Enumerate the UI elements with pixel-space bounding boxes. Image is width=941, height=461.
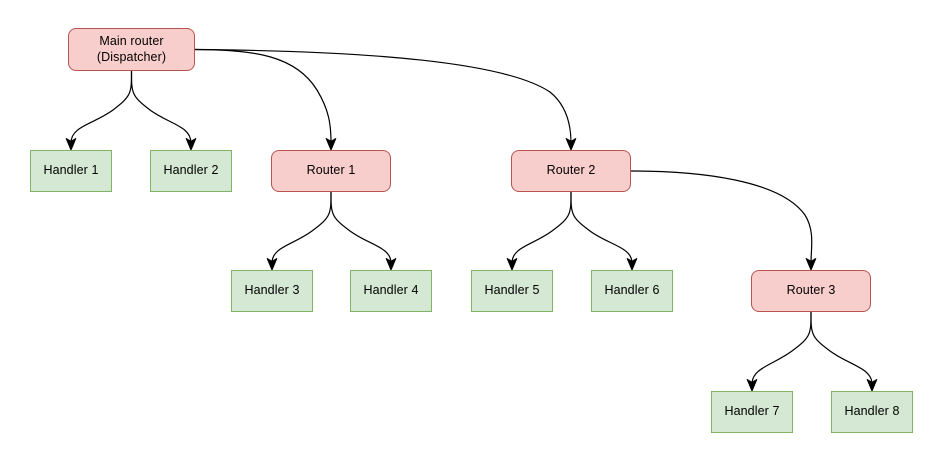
node-label: Handler 4 [363,283,419,298]
node-label: Handler 6 [604,283,660,298]
node-handler-2[interactable]: Handler 2 [150,150,232,192]
node-handler-6[interactable]: Handler 6 [591,270,673,312]
edge-router-2-to-handler-6 [570,191,638,271]
node-label: Handler 3 [244,283,300,298]
node-label: Router 3 [786,283,836,298]
node-router-3[interactable]: Router 3 [751,270,871,312]
node-label: Main router (Dispatcher) [96,33,167,64]
node-handler-5[interactable]: Handler 5 [471,270,553,312]
edge-main-to-handler-2 [130,70,197,151]
node-handler-1[interactable]: Handler 1 [30,150,112,192]
node-main-router[interactable]: Main router (Dispatcher) [68,28,195,71]
edge-router-3-to-handler-7 [746,311,812,392]
edge-main-to-router-2 [194,48,577,151]
node-label: Handler 2 [163,163,219,178]
node-label: Router 1 [306,163,356,178]
node-handler-7[interactable]: Handler 7 [711,391,793,433]
node-label: Router 2 [546,163,596,178]
edge-main-to-router-1 [194,48,337,151]
edge-router-2-to-handler-5 [506,191,572,271]
node-handler-4[interactable]: Handler 4 [350,270,432,312]
edge-router-1-to-handler-4 [330,191,397,271]
edge-router-1-to-handler-3 [266,191,332,271]
node-label: Handler 1 [43,163,99,178]
node-label: Handler 8 [844,404,900,419]
node-label: Handler 7 [724,404,780,419]
node-handler-3[interactable]: Handler 3 [231,270,313,312]
edge-router-2-to-router-3 [630,170,817,271]
node-handler-8[interactable]: Handler 8 [831,391,913,433]
node-label: Handler 5 [484,283,540,298]
node-router-2[interactable]: Router 2 [511,150,631,192]
edge-router-3-to-handler-8 [810,311,878,392]
node-router-1[interactable]: Router 1 [271,150,391,192]
edge-main-to-handler-1 [65,70,133,151]
